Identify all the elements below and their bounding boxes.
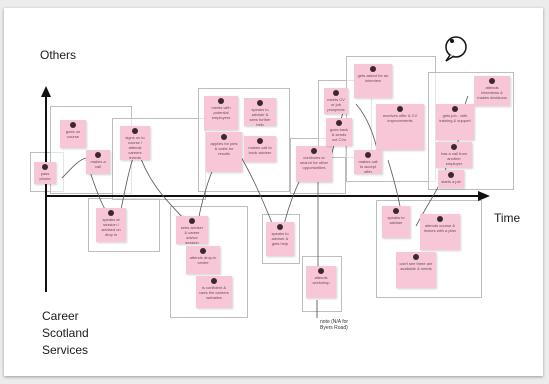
sticky-note: makes call to accept offer: [354, 150, 382, 174]
sticky-note: pass phone: [34, 162, 56, 184]
sticky-note: sees adviser & career advice session: [176, 216, 208, 244]
sticky-note: has a call from another employer: [436, 142, 472, 168]
pin-icon: [452, 106, 458, 112]
sticky-note: meets with potential employers: [204, 96, 238, 130]
pin-icon: [132, 128, 138, 134]
pin-icon: [311, 148, 317, 154]
sticky-note: is confident & uses the careers websites: [196, 276, 232, 308]
sticky-note: speaks to adviser & gets help: [266, 222, 294, 256]
pin-icon: [221, 134, 227, 140]
y-axis-top-label: Others: [40, 48, 77, 62]
sticky-note: makes a call: [86, 150, 110, 174]
sticky-note: speaks at session / advised on drop in: [96, 208, 126, 242]
sticky-note: goes back & sends out CVs: [326, 118, 352, 146]
pin-icon: [448, 172, 454, 178]
sticky-note: makes call to book adviser: [244, 136, 276, 162]
pin-icon: [189, 218, 195, 224]
pin-icon: [211, 278, 217, 284]
sticky-note: attends course & leaves with a plan: [420, 214, 460, 250]
pin-icon: [437, 216, 443, 222]
sticky-note: goes on course: [60, 120, 86, 148]
sticky-note: gets asked for an interview: [354, 64, 392, 98]
sticky-note: signs on to course / attends careers eve…: [120, 126, 150, 160]
pin-icon: [277, 224, 283, 230]
pin-icon: [397, 106, 403, 112]
pin-icon: [318, 268, 324, 274]
pin-icon: [42, 164, 48, 170]
pin-icon: [218, 98, 224, 104]
speech-bubble-icon: [445, 36, 467, 62]
bottom-note: note (N/A for Byers Road): [320, 319, 349, 331]
pin-icon: [370, 66, 376, 72]
pin-icon: [200, 248, 206, 254]
sticky-note: speaks to adviser: [382, 206, 410, 238]
sticky-note: speaks to adviser & sees further help: [244, 98, 276, 126]
sticky-note: attends interviews & makes decisions: [474, 76, 510, 106]
sticky-note: continues to search for other opportunit…: [296, 146, 332, 182]
sticky-note: can't see there are available & needs: [396, 252, 436, 288]
pin-icon: [393, 208, 399, 214]
sticky-note: attends drop-in centre: [186, 246, 220, 274]
pin-icon: [108, 210, 114, 216]
sticky-note: starts a job: [438, 170, 464, 188]
pin-icon: [95, 152, 101, 158]
sticky-note: receives offer & CV improvements: [376, 104, 424, 150]
x-axis-arrowhead: [478, 191, 490, 201]
pin-icon: [451, 144, 457, 150]
pin-icon: [365, 152, 371, 158]
pin-icon: [333, 90, 339, 96]
pin-icon: [257, 100, 263, 106]
sticky-note: attends workshop: [306, 266, 336, 298]
pin-icon: [257, 138, 263, 144]
sticky-note: gets job - with training & support: [436, 104, 474, 140]
x-axis-label: Time: [494, 211, 521, 225]
y-axis-bottom-label: Career Scotland Services: [42, 309, 89, 357]
bubble-dot: [450, 39, 454, 43]
pin-icon: [413, 254, 419, 260]
pin-icon: [336, 120, 342, 126]
pin-icon: [70, 122, 76, 128]
pin-icon: [489, 78, 495, 84]
y-axis-arrowhead: [41, 86, 51, 97]
sticky-note: applies for jobs & waits for results: [206, 132, 242, 172]
sticky-note: meets CV or job prospects: [324, 88, 348, 114]
